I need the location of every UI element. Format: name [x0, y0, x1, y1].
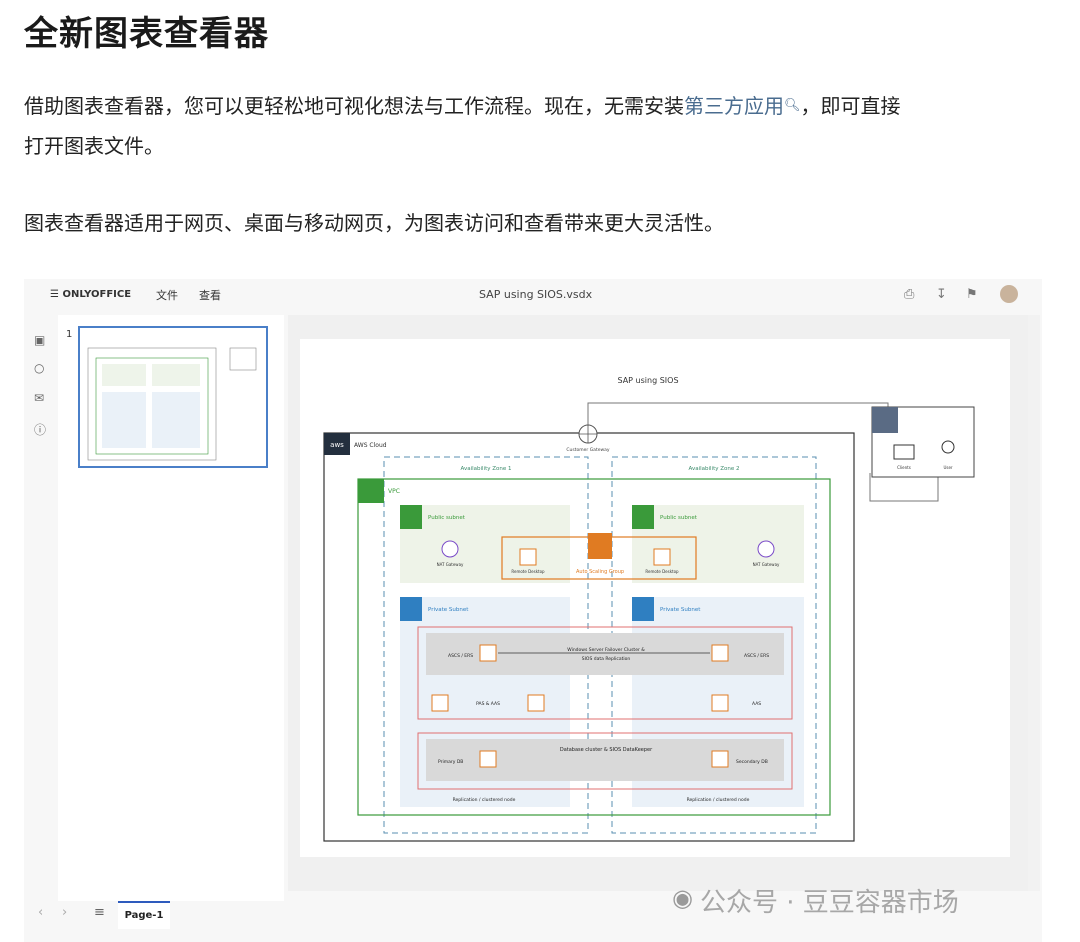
az1-label: Availability Zone 1 — [461, 466, 512, 472]
feedback-icon[interactable]: ✉ — [34, 391, 45, 405]
ec2-icon — [431, 694, 449, 712]
building-icon — [872, 407, 898, 433]
ec2-icon — [519, 548, 537, 566]
ascs-label-1: ASCS / ERS — [448, 653, 473, 659]
top-bar: ☰ ONLYOFFICE 文件 查看 SAP using SIOS.vsdx ⎙… — [24, 279, 1042, 311]
watermark: 公众号 · 豆豆容器市场 — [700, 888, 959, 918]
document-title: SAP using SIOS.vsdx — [479, 288, 593, 301]
gateway-line — [587, 402, 889, 430]
download-icon[interactable]: ↧ — [936, 287, 947, 302]
avatar[interactable] — [1000, 285, 1018, 303]
vpc-box — [357, 478, 831, 816]
clients-label: Clients — [897, 465, 911, 470]
para1-text-post: ，即可直接 — [800, 94, 901, 118]
db-cluster-label: Database cluster & SIOS DataKeeper — [560, 747, 653, 753]
replication-label-1: Replication / clustered node — [453, 797, 516, 803]
nat-gateway-label-2: NAT Gateway — [753, 562, 780, 567]
public-subnet-2 — [632, 505, 804, 583]
user-label: User — [943, 465, 952, 470]
public-subnet-label-2: Public subnet — [660, 515, 698, 521]
lock-icon — [632, 505, 654, 529]
db-icon — [479, 750, 497, 768]
prev-page-icon[interactable]: ‹ — [38, 905, 44, 920]
onlyoffice-window: ☰ ONLYOFFICE 文件 查看 SAP using SIOS.vsdx ⎙… — [24, 279, 1042, 942]
diagram-title: SAP using SIOS — [617, 376, 678, 385]
public-subnet-1 — [400, 505, 570, 583]
client-line — [869, 473, 939, 502]
page-list-icon[interactable]: ≡ — [94, 905, 105, 920]
logo-icon: ☰ — [50, 289, 59, 300]
ec2-icon — [711, 644, 729, 662]
user-icon — [941, 440, 955, 454]
replication-label-2: Replication / clustered node — [687, 797, 750, 803]
aws-cloud-label: AWS Cloud — [354, 442, 387, 449]
aws-logo-text: aws — [330, 441, 344, 449]
vpc-icon — [358, 479, 384, 503]
app-tier-box — [417, 626, 793, 720]
customer-gateway-label: Customer Gateway — [566, 447, 610, 453]
secondary-db-label: Secondary DB — [736, 759, 768, 765]
db-icon — [711, 750, 729, 768]
az2-label: Availability Zone 2 — [689, 466, 740, 472]
lock-icon — [632, 597, 654, 621]
nat-gateway-label-1: NAT Gateway — [437, 562, 464, 567]
thumbnail-preview — [87, 347, 257, 461]
vpc-label: VPC — [388, 488, 400, 495]
private-subnet-label-2: Private Subnet — [660, 607, 701, 613]
onlyoffice-logo: ☰ ONLYOFFICE — [50, 289, 132, 300]
ec2-icon — [527, 694, 545, 712]
lock-icon — [400, 597, 422, 621]
third-party-link[interactable]: 第三方应用 — [684, 94, 784, 118]
nat-gateway-icon — [757, 540, 775, 558]
page-tab[interactable]: Page-1 — [118, 901, 170, 929]
ec2-icon — [711, 694, 729, 712]
bottom-bar: ‹ › ≡ Page-1 — [24, 901, 1042, 942]
next-page-icon[interactable]: › — [62, 905, 68, 920]
auto-scaling-label: Auto Scaling Group — [576, 569, 624, 575]
auto-scaling-icon — [588, 533, 612, 559]
diagram-svg: SAP using SIOS aws AWS Cloud Customer Ga… — [300, 339, 1010, 857]
folder-icon[interactable]: ⚑ — [966, 287, 978, 302]
menu-file[interactable]: 文件 — [156, 289, 178, 302]
primary-db-label: Primary DB — [438, 759, 463, 765]
thumbnails-icon[interactable]: ▣ — [34, 333, 46, 347]
ascs-label-2: ASCS / ERS — [744, 653, 769, 659]
print-icon[interactable]: ⎙ — [904, 287, 915, 302]
wsfc-label-2: SIOS data Replication — [582, 656, 631, 662]
vertical-scrollbar[interactable] — [1028, 315, 1040, 891]
wsfc-label-1: Windows Server Failover Cluster & — [567, 647, 645, 653]
wechat-icon: ◉ — [672, 884, 693, 912]
aws-logo — [324, 433, 350, 455]
computer-icon — [893, 444, 915, 460]
thumbnail-number: 1 — [66, 329, 73, 340]
para1-text: 借助图表查看器，您可以更轻松地可视化想法与工作流程。现在，无需安装 — [24, 94, 684, 118]
left-toolbar: ▣ ○ ✉ ⓘ — [24, 311, 58, 901]
article-title: 全新图表查看器 — [24, 14, 269, 54]
ec2-icon — [653, 548, 671, 566]
nat-gateway-icon — [441, 540, 459, 558]
comments-icon[interactable]: ○ — [34, 361, 45, 375]
public-subnet-label-1: Public subnet — [428, 515, 466, 521]
paragraph-2: 图表查看器适用于网页、桌面与移动网页，为图表访问和查看带来更大灵活性。 — [24, 211, 724, 235]
ec2-icon — [479, 644, 497, 662]
diagram-canvas[interactable]: SAP using SIOS aws AWS Cloud Customer Ga… — [288, 315, 1028, 891]
pas-label: PAS & AAS — [476, 701, 500, 707]
remote-desktop-label-1: Remote Desktop — [511, 569, 545, 574]
info-icon[interactable]: ⓘ — [34, 423, 47, 437]
paragraph-1: 借助图表查看器，您可以更轻松地可视化想法与工作流程。现在，无需安装第三方应用🔍︎… — [24, 86, 901, 166]
private-subnet-label-1: Private Subnet — [428, 607, 469, 613]
page-thumbnail[interactable] — [78, 326, 268, 468]
aas-label: AAS — [752, 701, 761, 707]
remote-desktop-label-2: Remote Desktop — [645, 569, 679, 574]
db-tier-box — [417, 732, 793, 790]
menu-view[interactable]: 查看 — [199, 289, 221, 302]
lock-icon — [400, 505, 422, 529]
para1-line2: 打开图表文件。 — [24, 134, 164, 158]
search-icon[interactable]: 🔍︎ — [784, 98, 801, 113]
